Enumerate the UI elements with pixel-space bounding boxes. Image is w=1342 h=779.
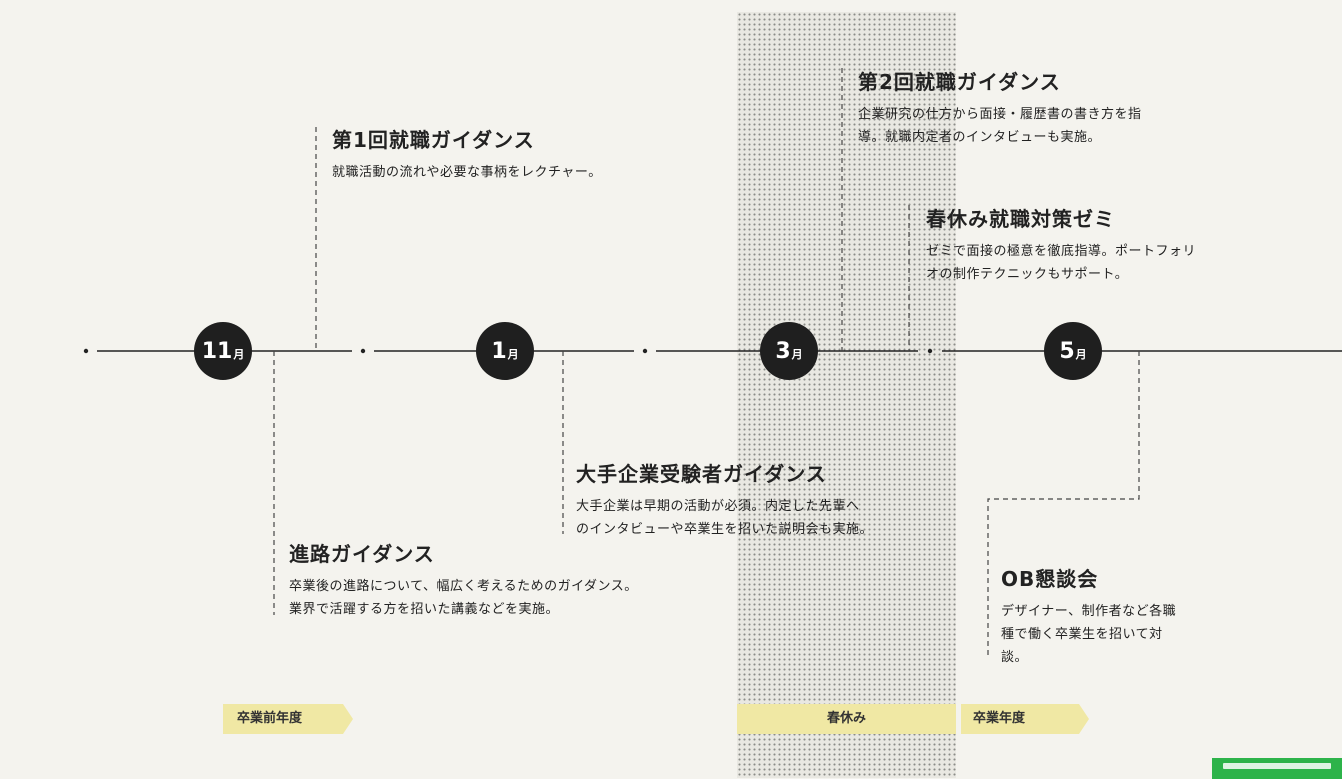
period-spring-break: 春休み xyxy=(737,704,956,734)
event-title: 第1回就職ガイダンス xyxy=(332,128,535,152)
period-bar-shape xyxy=(961,704,1089,734)
spring-break-band xyxy=(737,12,956,778)
period-grad-year: 卒業年度 xyxy=(973,711,1026,726)
event-title: 進路ガイダンス xyxy=(289,542,435,566)
event-desc: 大手企業は早期の活動が必須。内定した先輩へ のインタビューや卒業生を招いた説明会… xyxy=(576,499,874,537)
event-spring-seminar: 春休み就職対策ゼミ ゼミで面接の極意を徹底指導。ポートフォリ オの制作テクニック… xyxy=(926,203,1196,286)
event-ob-talk: OB懇談会 デザイナー、制作者など各職 種で働く卒業生を招いて対 談。 xyxy=(1001,563,1176,669)
event-desc: 卒業後の進路について、幅広く考えるためのガイダンス。 業界で活躍する方を招いた講… xyxy=(289,579,638,617)
watermark-mark xyxy=(1223,763,1331,769)
event-desc: 就職活動の流れや必要な事柄をレクチャー。 xyxy=(332,165,602,180)
period-pre-grad-year: 卒業前年度 xyxy=(237,711,303,726)
timeline-dot xyxy=(360,348,366,354)
event-guidance-1: 第1回就職ガイダンス 就職活動の流れや必要な事柄をレクチャー。 xyxy=(332,124,602,184)
event-major-company: 大手企業受験者ガイダンス 大手企業は早期の活動が必須。内定した先輩へ のインタビ… xyxy=(576,458,873,541)
line-official-account-badge xyxy=(1212,758,1342,779)
event-guidance-2: 第2回就職ガイダンス 企業研究の仕方から面接・履歴書の書き方を指 導。就職内定者… xyxy=(858,66,1142,149)
period-bar-shape xyxy=(223,704,353,734)
event-career: 進路ガイダンス 卒業後の進路について、幅広く考えるためのガイダンス。 業界で活躍… xyxy=(289,538,638,621)
event-title: 大手企業受験者ガイダンス xyxy=(576,462,827,486)
event-title: 春休み就職対策ゼミ xyxy=(926,207,1115,231)
timeline-dot xyxy=(83,348,89,354)
event-title: OB懇談会 xyxy=(1001,567,1099,591)
timeline-dot xyxy=(642,348,648,354)
event-title: 第2回就職ガイダンス xyxy=(858,70,1061,94)
event-desc: デザイナー、制作者など各職 種で働く卒業生を招いて対 談。 xyxy=(1001,604,1177,665)
timeline-dot xyxy=(927,348,933,354)
connector-ob-talk xyxy=(987,351,1140,655)
event-desc: ゼミで面接の極意を徹底指導。ポートフォリ オの制作テクニックもサポート。 xyxy=(926,244,1197,282)
event-desc: 企業研究の仕方から面接・履歴書の書き方を指 導。就職内定者のインタビューも実施。 xyxy=(858,107,1142,145)
